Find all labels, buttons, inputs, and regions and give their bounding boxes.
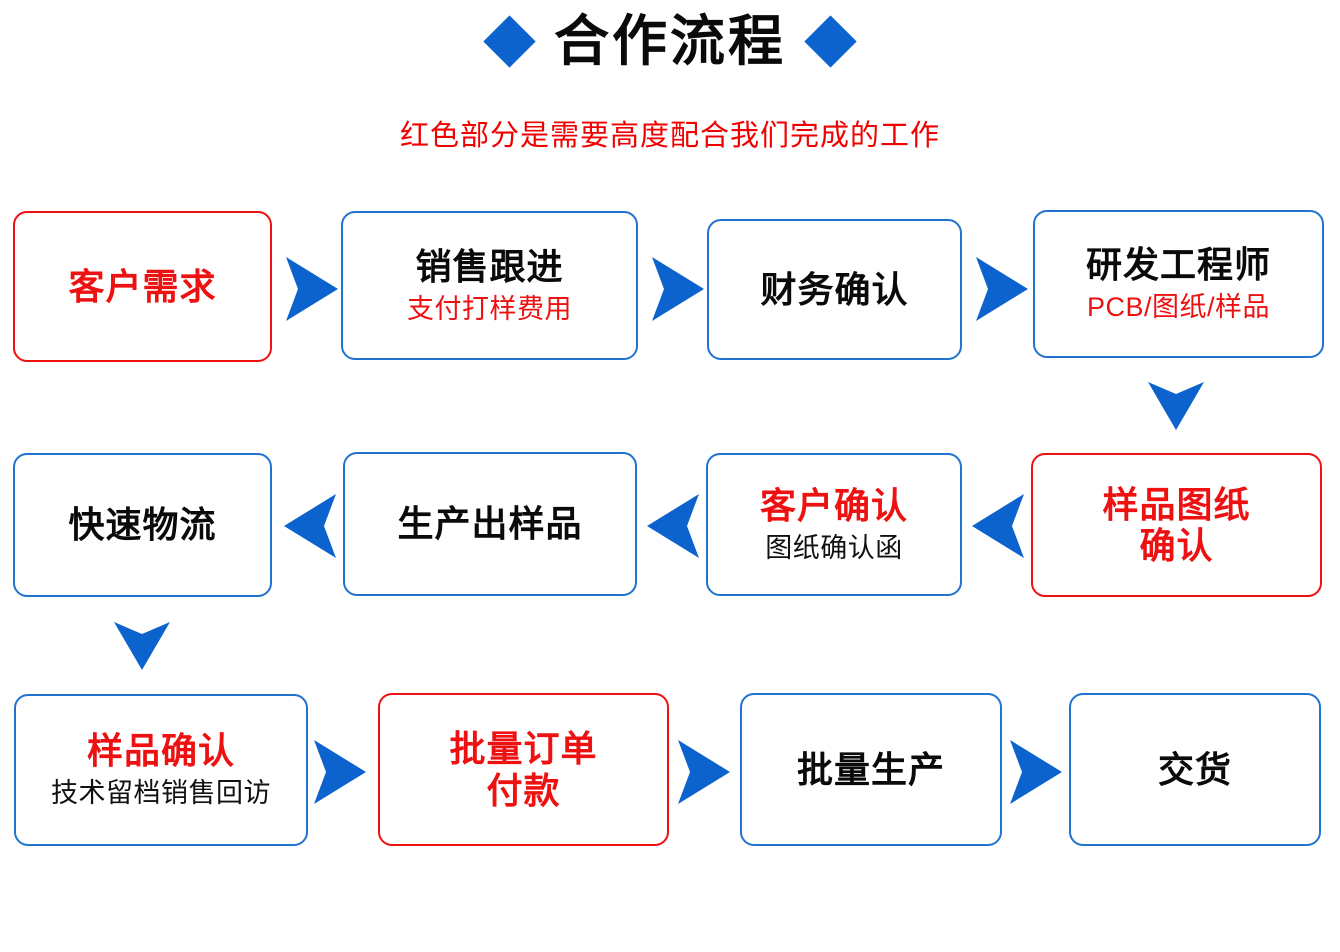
diamond-icon-left <box>483 15 536 68</box>
flow-node-title: 财务确认 <box>760 268 909 310</box>
flow-node-finance-confirm[interactable]: 财务确认 <box>707 219 962 360</box>
flow-node-title: 样品图纸 确认 <box>1102 483 1251 566</box>
flow-node-fast-logistics[interactable]: 快速物流 <box>13 453 272 597</box>
flow-node-rd-engineer[interactable]: 研发工程师 PCB/图纸/样品 <box>1033 210 1324 358</box>
flow-node-title: 客户确认 <box>759 484 908 526</box>
flow-node-bulk-order-payment[interactable]: 批量订单 付款 <box>378 693 669 846</box>
flow-node-customer-confirm[interactable]: 客户确认 图纸确认函 <box>706 453 962 596</box>
flow-node-delivery[interactable]: 交货 <box>1069 693 1321 846</box>
arrow-left-icon-row2-2 <box>645 492 701 560</box>
page-title: 合作流程 <box>553 10 786 72</box>
flow-node-title: 生产出样品 <box>397 503 583 545</box>
arrow-right-icon-row1-3 <box>974 255 1030 323</box>
flow-node-title: 批量生产 <box>796 748 945 790</box>
title-row: 合作流程 <box>0 14 1340 69</box>
diamond-icon-right <box>804 15 857 68</box>
flow-node-subtitle: 支付打样费用 <box>407 293 572 324</box>
arrow-down-icon-row2-to-row3 <box>112 620 172 672</box>
arrow-right-icon-row1-2 <box>650 255 706 323</box>
flow-node-title: 样品确认 <box>86 730 235 772</box>
arrow-right-icon-row3-2 <box>676 738 732 806</box>
arrow-left-icon-row2-3 <box>970 492 1026 560</box>
page-subtitle: 红色部分是需要高度配合我们完成的工作 <box>399 120 940 152</box>
arrow-right-icon-row3-3 <box>1008 738 1064 806</box>
flow-node-sales-followup[interactable]: 销售跟进 支付打样费用 <box>341 211 638 360</box>
arrow-right-icon-row3-1 <box>312 738 368 806</box>
flow-node-bulk-production[interactable]: 批量生产 <box>740 693 1002 846</box>
flow-node-sample-confirm[interactable]: 样品确认 技术留档销售回访 <box>14 694 308 846</box>
flow-node-title: 快速物流 <box>68 504 217 546</box>
flow-node-subtitle: 图纸确认函 <box>765 532 903 563</box>
arrow-down-icon-row1-to-row2 <box>1146 380 1206 432</box>
flow-node-subtitle: PCB/图纸/样品 <box>1086 292 1271 323</box>
flow-node-title: 销售跟进 <box>415 245 564 287</box>
arrow-right-icon-row1-1 <box>284 255 340 323</box>
flow-node-customer-requirement[interactable]: 客户需求 <box>13 211 272 362</box>
flow-node-sample-drawing-confirm[interactable]: 样品图纸 确认 <box>1031 453 1322 597</box>
flow-node-title: 交货 <box>1157 748 1232 790</box>
flow-node-title: 客户需求 <box>68 265 217 307</box>
flow-node-subtitle: 技术留档销售回访 <box>51 778 271 809</box>
flow-node-produce-sample[interactable]: 生产出样品 <box>343 452 637 596</box>
arrow-left-icon-row2-1 <box>282 492 338 560</box>
flow-node-title: 批量订单 付款 <box>449 728 598 811</box>
flow-node-title: 研发工程师 <box>1085 244 1271 286</box>
